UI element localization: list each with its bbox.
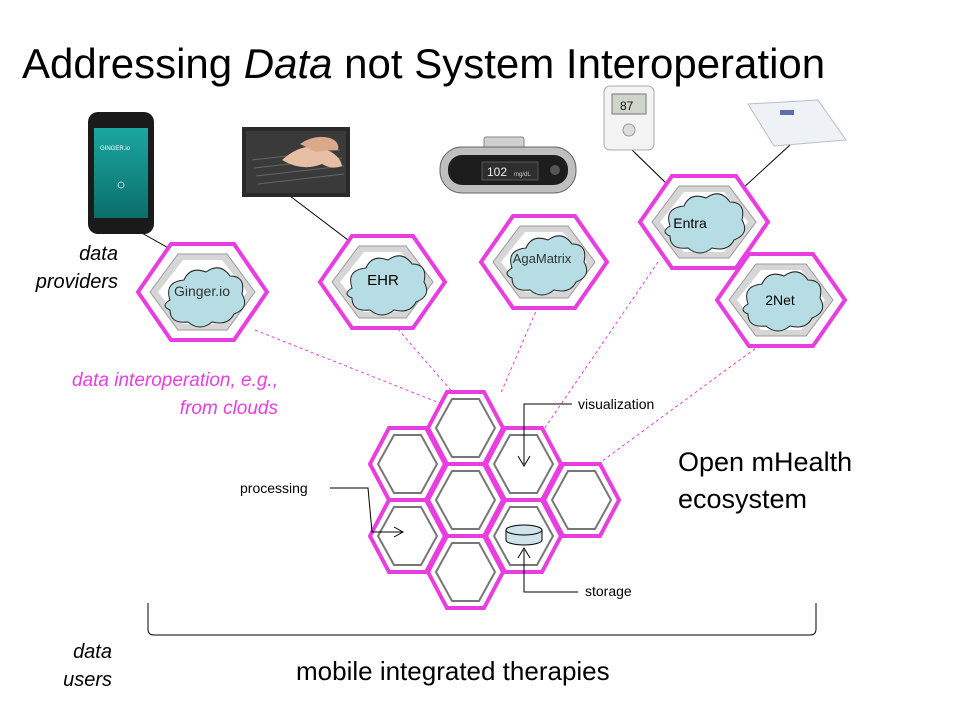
provider-label-2net: 2Net xyxy=(765,292,795,308)
provider-label-ginger: Ginger.io xyxy=(173,283,231,299)
storage-label: storage xyxy=(585,583,632,599)
ecosystem-honeycomb xyxy=(367,390,622,610)
provider-hex-ehr xyxy=(317,234,448,330)
processing-arrowhead xyxy=(393,526,405,538)
eco-hex xyxy=(425,462,506,538)
provider-label-agamatrix: AgaMatrix xyxy=(512,251,572,266)
eco-hex xyxy=(425,390,506,466)
provider-hex-agamatrix xyxy=(478,214,610,310)
eco-hex xyxy=(425,534,506,610)
cloud-icon xyxy=(742,271,824,332)
title-prefix: Addressing xyxy=(22,40,244,87)
provider-hex-entra xyxy=(637,174,771,270)
cloud-icon xyxy=(664,193,746,254)
processing-label: processing xyxy=(240,480,308,496)
users-bracket xyxy=(147,603,817,636)
provider-hex-ginger xyxy=(135,242,270,342)
eco-hex xyxy=(541,462,622,538)
processing-arrow xyxy=(330,487,402,533)
cloud-icon xyxy=(506,235,588,296)
open-mhealth-label: Open mHealth ecosystem xyxy=(678,447,853,514)
glucometer-icon: 102 mg/dL xyxy=(439,136,577,194)
meter-reading: 87 xyxy=(620,99,634,113)
mobile-therapies-label: mobile integrated therapies xyxy=(296,656,610,686)
provider-hex-2net xyxy=(714,252,848,348)
storage-arrowhead xyxy=(517,547,531,559)
provider-label-ehr: EHR xyxy=(367,272,399,289)
blood-meter-icon: 87 xyxy=(603,85,655,151)
data-users-label: data users xyxy=(63,641,112,691)
eco-hex-processing xyxy=(367,498,448,574)
data-interoperation-label: data interoperation, e.g., from clouds xyxy=(72,370,278,419)
smartphone-icon: GINGER.io xyxy=(88,112,154,234)
weight-scale-icon xyxy=(747,99,847,147)
title-emphasis: Data xyxy=(243,40,333,87)
storage-arrow xyxy=(523,550,578,593)
data-providers-label: data providers xyxy=(35,243,118,293)
cloud-icon xyxy=(164,267,246,328)
cloud-icon xyxy=(346,255,428,316)
callout-arrows xyxy=(330,403,578,593)
page-title: Addressing Data not System Interoperatio… xyxy=(22,40,825,88)
visualization-arrowhead xyxy=(517,455,531,467)
visualization-arrow xyxy=(523,403,572,464)
database-icon xyxy=(505,524,543,546)
glucometer-reading: 102 xyxy=(487,165,507,179)
laptop-typing-icon xyxy=(242,127,350,197)
provider-label-entra: Entra xyxy=(673,215,707,231)
title-suffix: not System Interoperation xyxy=(332,40,826,87)
visualization-label: visualization xyxy=(578,396,655,412)
glucometer-unit: mg/dL xyxy=(514,172,531,178)
phone-screen-text: GINGER.io xyxy=(100,146,131,152)
